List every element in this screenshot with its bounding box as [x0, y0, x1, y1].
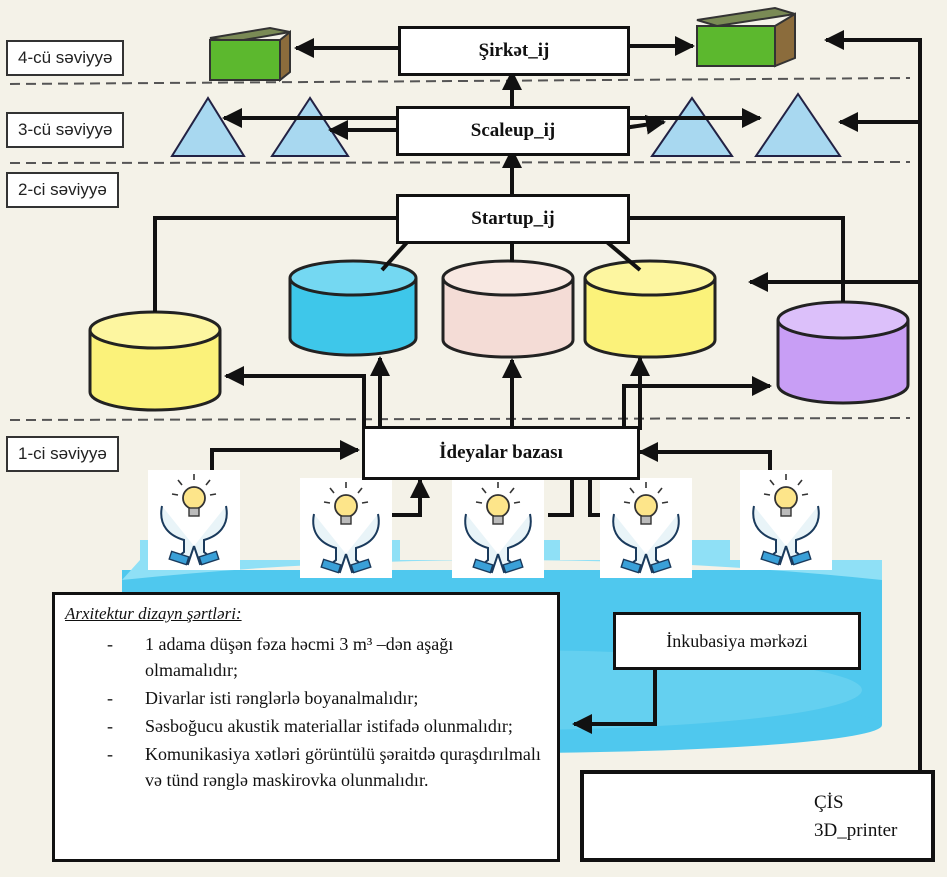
- cylinder-purple: [776, 300, 910, 405]
- startup-node: Startup_ij: [396, 194, 630, 244]
- requirements-box: Arxitektur dizayn şərtləri: 1 adama düşə…: [52, 592, 560, 862]
- requirements-title: Arxitektur dizayn şərtləri:: [65, 604, 242, 623]
- scaleup-node: Scaleup_ij: [396, 106, 630, 156]
- printer-label: 3D_printer: [814, 820, 898, 841]
- green-box-right: [696, 6, 796, 68]
- cis-label: ÇİS: [814, 792, 844, 813]
- lightbulb-hands-icon: [452, 478, 544, 578]
- cylinder-yellow-left: [88, 310, 222, 412]
- level-2-label: 2-ci səviyyə: [6, 172, 119, 208]
- cylinder-pink: [441, 259, 575, 359]
- requirement-item: Səsboğucu akustik materiallar istifadə o…: [65, 713, 547, 739]
- lightbulb-hands-icon: [740, 470, 832, 570]
- connectors: [153, 30, 922, 770]
- green-box-left: [209, 26, 291, 83]
- lightbulb-hands-icon: [300, 478, 392, 578]
- lightbulb-hands-icon: [600, 478, 692, 578]
- requirement-item: Divarlar isti rənglərlə boyanalmalıdır;: [65, 685, 547, 711]
- level-4-label: 4-cü səviyyə: [6, 40, 125, 76]
- requirement-item: Komunikasiya xətləri görüntülü şəraitdə …: [65, 741, 547, 793]
- cylinder-cyan: [288, 259, 418, 357]
- lightbulb-hands-icon: [148, 470, 240, 570]
- cylinder-yellow-right: [583, 259, 717, 359]
- incubation-center-box: İnkubasiya mərkəzi: [613, 612, 861, 670]
- ideas-base-node: İdeyalar bazası: [362, 426, 640, 480]
- level-separators: [9, 77, 911, 421]
- hands-icons: [148, 470, 832, 578]
- requirement-item: 1 adama düşən fəza həcmi 3 m³ –dən aşağı…: [65, 631, 547, 683]
- company-node: Şirkət_ij: [398, 26, 630, 76]
- level-3-label: 3-cü səviyyə: [6, 112, 125, 148]
- cis-box: ÇİS 3D_printer: [580, 770, 935, 862]
- requirements-list: 1 adama düşən fəza həcmi 3 m³ –dən aşağı…: [65, 631, 547, 793]
- level-1-label: 1-ci səviyyə: [6, 436, 119, 472]
